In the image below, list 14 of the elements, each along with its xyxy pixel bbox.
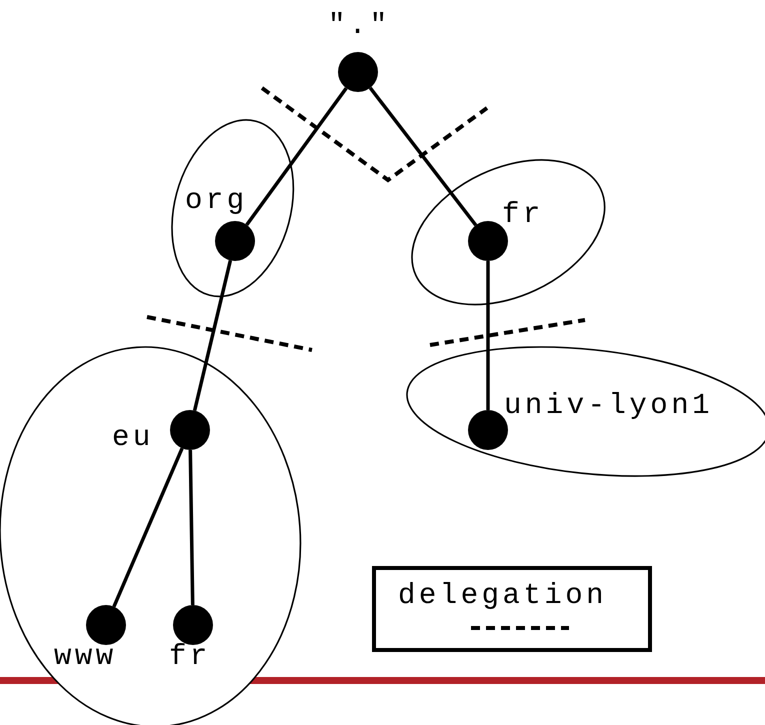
tree-edge: [368, 86, 478, 226]
tree-edge: [245, 87, 348, 226]
domain-label: www: [54, 640, 117, 673]
tree-edge: [112, 448, 184, 608]
tree-edge: [188, 450, 194, 606]
domain-label: fr: [502, 198, 544, 231]
domain-label: univ-lyon1: [504, 390, 714, 422]
tree-edge: [486, 261, 490, 410]
domain-label: eu: [112, 422, 154, 454]
tree-edge: [192, 260, 232, 411]
domain-label: fr: [169, 640, 211, 673]
legend-label: delegation: [398, 580, 608, 612]
domain-label: org: [184, 184, 248, 217]
domain-label: ".": [328, 10, 391, 42]
